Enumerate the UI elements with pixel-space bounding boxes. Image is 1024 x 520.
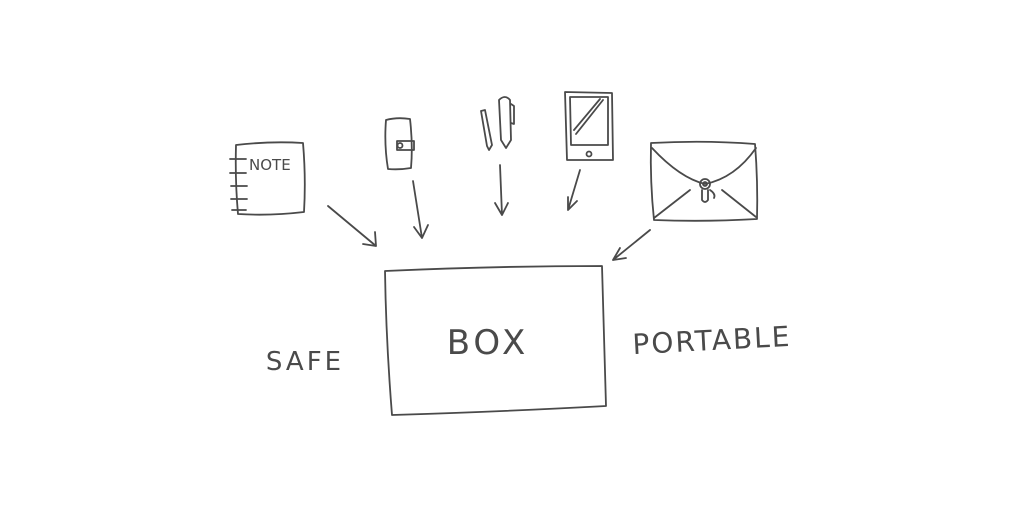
arrows	[327, 164, 651, 261]
notebook-icon: NOTE	[229, 141, 306, 216]
arrow-planner	[412, 180, 429, 239]
tablet-icon	[564, 91, 614, 161]
arrow-tablet	[567, 169, 581, 211]
planner-icon	[384, 117, 415, 171]
portable-label: PORTABLE	[632, 320, 792, 361]
notebook-label: NOTE	[249, 156, 291, 174]
pen-pencil-icon	[480, 96, 515, 151]
arrow-pen	[494, 164, 509, 216]
box-label: BOX	[447, 323, 530, 363]
arrow-notebook	[327, 205, 377, 247]
safe-label: SAFE	[266, 347, 344, 377]
envelope-icon	[649, 140, 759, 222]
arrow-envelope	[612, 229, 651, 261]
box: BOX	[384, 265, 607, 416]
